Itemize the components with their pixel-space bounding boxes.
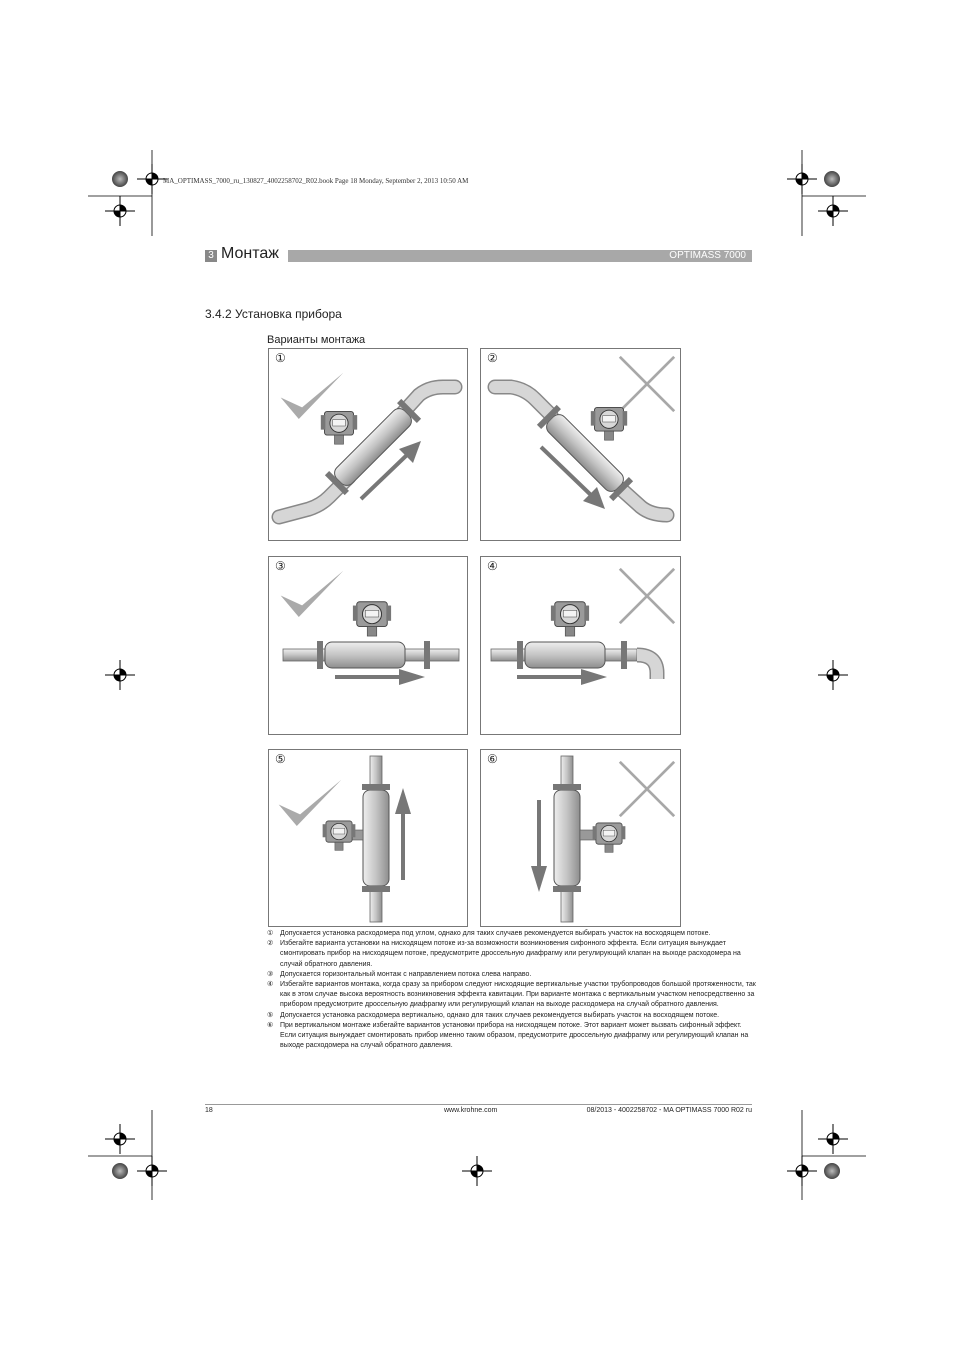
mounting-panel-4: ④ bbox=[480, 556, 681, 735]
book-file-line: MA_OPTIMASS_7000_ru_130827_4002258702_R0… bbox=[163, 177, 469, 185]
section-title: 3.4.2 Установка прибора bbox=[205, 307, 342, 321]
footer-website: www.krohne.com bbox=[444, 1107, 498, 1114]
note-text: Допускается установка расходомера под уг… bbox=[280, 930, 711, 937]
note-item: ③ Допускается горизонтальный монтаж с нап… bbox=[267, 970, 757, 980]
flow-arrow-icon bbox=[581, 669, 607, 685]
mounting-panel-5: ⑤ bbox=[268, 749, 468, 927]
note-marker: ① bbox=[267, 930, 274, 937]
mounting-panel-2: ② bbox=[480, 348, 681, 541]
chapter-number-badge: 3 bbox=[205, 250, 217, 262]
note-item: ⑤ Допускается установка расходомера верти… bbox=[267, 1011, 757, 1021]
cross-mark-icon bbox=[618, 760, 676, 818]
flow-arrow-icon bbox=[399, 669, 425, 685]
flow-arrow-icon bbox=[531, 866, 547, 892]
flow-arrow-icon bbox=[395, 788, 411, 814]
note-item: ① Допускается установка расходомера под у… bbox=[267, 929, 757, 939]
note-marker: ④ bbox=[267, 981, 274, 989]
panel-marker: ③ bbox=[275, 559, 286, 573]
mounting-panel-6: ⑥ bbox=[480, 749, 681, 927]
note-marker: ⑥ bbox=[267, 1021, 274, 1029]
note-marker: ③ bbox=[267, 970, 274, 978]
check-mark-icon bbox=[278, 779, 342, 826]
footer-doc-ref: 08/2013 - 4002258702 - MA OPTIMASS 7000 … bbox=[586, 1107, 752, 1114]
note-text: Избегайте варианта установки на нисходящ… bbox=[280, 940, 741, 968]
panel-marker: ④ bbox=[487, 559, 498, 573]
note-marker: ⑤ bbox=[267, 1011, 274, 1019]
figure-caption: Варианты монтажа bbox=[267, 334, 366, 346]
note-text: Допускается горизонтальный монтаж с напр… bbox=[280, 970, 532, 978]
note-item: ⑥ При вертикальном монтаже избегайте вари… bbox=[267, 1021, 757, 1052]
note-text: Избегайте вариантов монтажа, когда сразу… bbox=[280, 981, 756, 1009]
panel-marker: ⑥ bbox=[487, 752, 498, 766]
cross-mark-icon bbox=[618, 567, 676, 625]
panel-marker: ① bbox=[275, 351, 286, 365]
cross-mark-icon bbox=[618, 355, 676, 413]
note-item: ② Избегайте варианта установки на нисходя… bbox=[267, 939, 757, 970]
page-number: 18 bbox=[205, 1107, 213, 1114]
mounting-panel-3: ③ bbox=[268, 556, 468, 735]
check-mark-icon bbox=[280, 570, 344, 617]
note-marker: ② bbox=[267, 940, 274, 948]
flow-arrow-icon bbox=[583, 487, 605, 509]
note-text: Допускается установка расходомера вертик… bbox=[280, 1011, 720, 1019]
panel-marker: ② bbox=[487, 351, 498, 365]
header-bar: OPTIMASS 7000 bbox=[288, 250, 752, 262]
chapter-title: Монтаж bbox=[221, 245, 279, 262]
note-text: При вертикальном монтаже избегайте вариа… bbox=[280, 1021, 749, 1050]
footer-rule bbox=[205, 1104, 752, 1105]
figure-notes: ① Допускается установка расходомера под у… bbox=[267, 929, 757, 1051]
product-name: OPTIMASS 7000 bbox=[669, 250, 746, 261]
mounting-panel-1: ① bbox=[268, 348, 468, 541]
panel-marker: ⑤ bbox=[275, 752, 286, 766]
flow-arrow-icon bbox=[399, 441, 421, 463]
note-item: ④ Избегайте вариантов монтажа, когда сраз… bbox=[267, 980, 757, 1011]
